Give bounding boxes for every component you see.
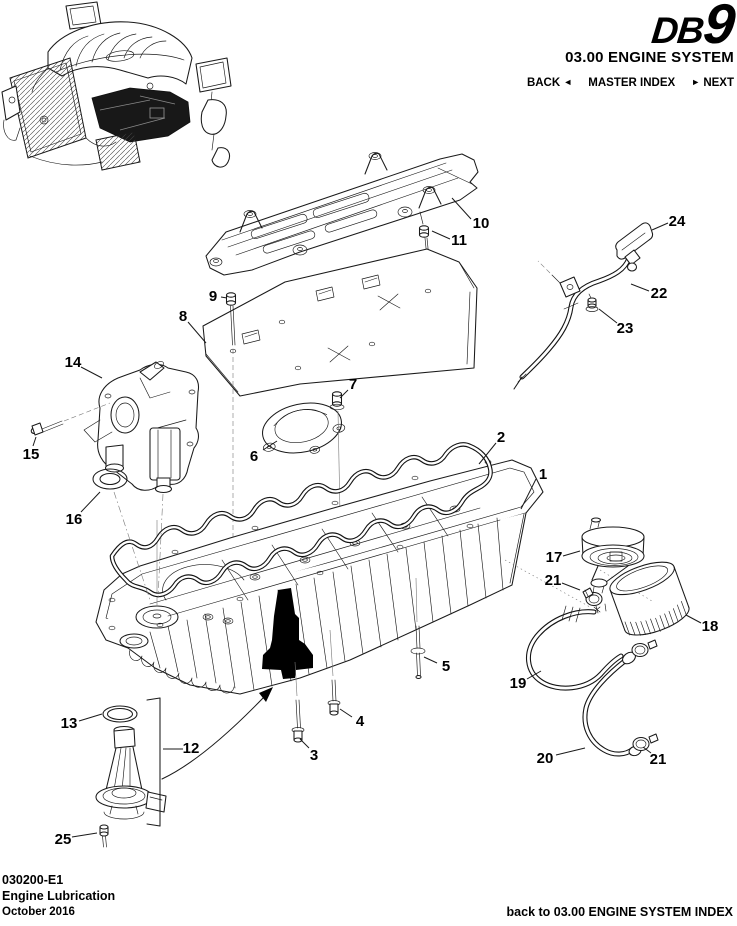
pickup-arrow-icon bbox=[259, 687, 273, 702]
callout-20: 20 bbox=[537, 750, 554, 767]
pump-seal-drawing bbox=[92, 468, 128, 490]
callout-21-bottom: 21 bbox=[650, 751, 667, 768]
oil-pan-drawing bbox=[95, 459, 544, 695]
nav-next-link[interactable]: ► NEXT bbox=[691, 77, 734, 89]
pan-flange-holes bbox=[108, 459, 492, 631]
callout-10: 10 bbox=[473, 215, 490, 232]
sensor-bolt-drawing bbox=[99, 824, 109, 848]
callout-21-top: 21 bbox=[545, 572, 562, 589]
doc-title: Engine Lubrication bbox=[2, 889, 116, 903]
callout-16: 16 bbox=[66, 511, 83, 528]
callout-8: 8 bbox=[179, 308, 187, 325]
callout-24: 24 bbox=[669, 213, 686, 230]
baffle-plate-drawing bbox=[202, 248, 478, 397]
oil-feed-hose-drawing bbox=[526, 603, 624, 691]
callout-7: 7 bbox=[349, 376, 357, 393]
footer-document-info: 030200-E1 Engine Lubrication October 201… bbox=[2, 873, 115, 919]
callout-17: 17 bbox=[546, 549, 563, 566]
leader-lines bbox=[32, 197, 702, 838]
callout-18: 18 bbox=[702, 618, 719, 635]
nav-master-index-link[interactable]: MASTER INDEX bbox=[588, 76, 676, 89]
dipstick-bolt-drawing bbox=[585, 293, 599, 312]
nav-back-label: BACK bbox=[526, 76, 561, 89]
callout-12: 12 bbox=[183, 740, 200, 757]
back-to-index-link[interactable]: back to 03.00 ENGINE SYSTEM INDEX bbox=[506, 905, 733, 919]
callout-1: 1 bbox=[539, 466, 547, 483]
hose-clip-mid-drawing bbox=[631, 639, 658, 658]
callout-5: 5 bbox=[442, 658, 450, 675]
dome-cover-drawing bbox=[262, 402, 346, 454]
callout-19: 19 bbox=[510, 675, 527, 692]
oil-pickup-silhouette bbox=[161, 588, 313, 780]
oil-cooler-drawing bbox=[581, 517, 645, 595]
callout-14: 14 bbox=[65, 354, 82, 371]
doc-date: October 2016 bbox=[2, 905, 75, 918]
logo-db-text: DB bbox=[649, 10, 706, 51]
callout-11: 11 bbox=[451, 232, 467, 249]
next-arrow-icon: ► bbox=[691, 76, 701, 87]
footer-nav: back to 03.00 ENGINE SYSTEM INDEX bbox=[507, 905, 733, 919]
dipstick-drawing bbox=[513, 222, 654, 390]
doc-code: 030200-E1 bbox=[2, 873, 64, 888]
callout-labels: 1 2 3 4 5 6 7 8 9 10 11 12 13 14 15 16 1… bbox=[23, 213, 719, 848]
callout-2: 2 bbox=[497, 429, 505, 446]
logo-9-text: 9 bbox=[700, 0, 737, 55]
callout-22: 22 bbox=[651, 285, 668, 302]
callout-3: 3 bbox=[310, 747, 318, 764]
hose-clip-top-drawing bbox=[582, 587, 603, 607]
callout-13: 13 bbox=[61, 715, 78, 732]
callout-25: 25 bbox=[55, 831, 72, 848]
windage-tray-drawing bbox=[205, 152, 479, 276]
db9-logo: DB9 bbox=[525, 0, 737, 55]
header-nav: BACK ◄ MASTER INDEX ► NEXT bbox=[527, 77, 734, 89]
pan-bolt-4-drawing bbox=[327, 629, 341, 716]
callout-4: 4 bbox=[356, 713, 365, 730]
callout-9: 9 bbox=[209, 288, 217, 305]
sump-gasket-drawing bbox=[109, 442, 493, 598]
engine-overview-thumbnail bbox=[1, 1, 232, 171]
callout-15: 15 bbox=[23, 446, 40, 463]
oil-pump-drawing bbox=[83, 361, 199, 601]
oil-level-sensor-drawing bbox=[95, 697, 167, 827]
back-arrow-icon: ◄ bbox=[563, 76, 573, 87]
oil-return-hose-drawing bbox=[582, 639, 659, 757]
page-header: DB9 03.00 ENGINE SYSTEM BACK ◄ MASTER IN… bbox=[525, 0, 737, 89]
callout-23: 23 bbox=[617, 320, 634, 337]
nav-back-link[interactable]: BACK ◄ bbox=[527, 77, 572, 89]
nav-next-label: NEXT bbox=[703, 76, 734, 89]
pan-stud-5-drawing bbox=[410, 577, 426, 680]
pump-bolt-drawing bbox=[30, 402, 111, 436]
hose-clip-bottom-drawing bbox=[632, 733, 659, 752]
callout-6: 6 bbox=[250, 448, 258, 465]
oil-filter-drawing bbox=[609, 561, 690, 636]
section-title: 03.00 ENGINE SYSTEM bbox=[565, 48, 734, 66]
